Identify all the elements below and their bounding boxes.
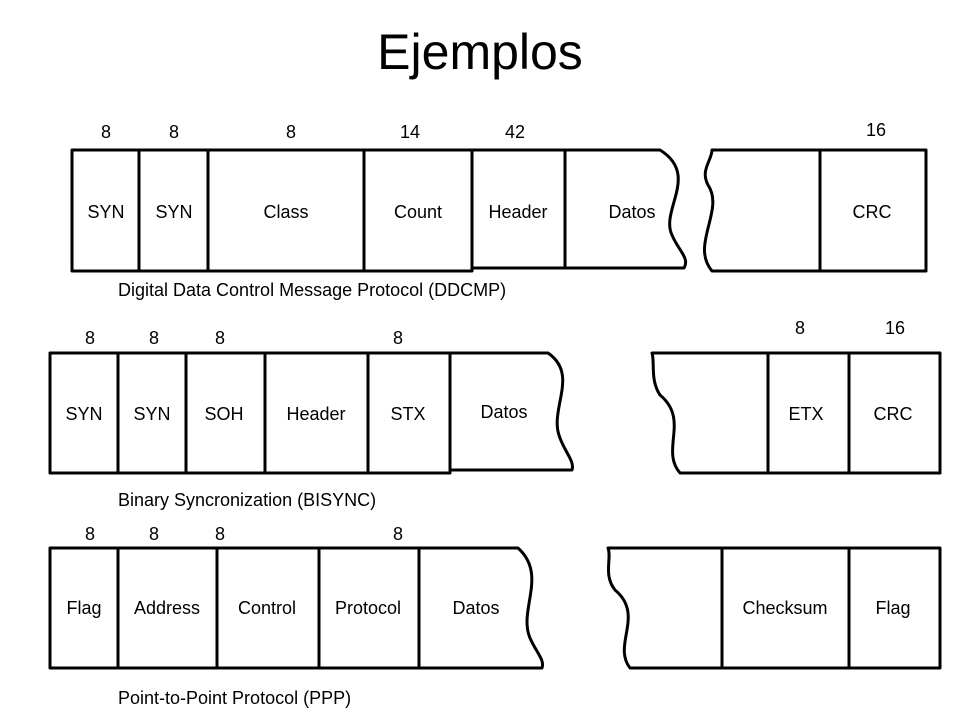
ppp-field-flag-2: [847, 546, 942, 670]
bisync-label-crc: CRC: [874, 404, 913, 424]
bisync-label-datos: Datos: [480, 402, 527, 422]
bisync-bits-etx: 8: [795, 318, 805, 338]
ddcmp-bits-count: 14: [400, 122, 420, 142]
bisync-field-datos: [448, 351, 575, 472]
ddcmp-bits-class: 8: [286, 122, 296, 142]
ppp-label-control: Control: [238, 598, 296, 618]
ddcmp-field-crc: [818, 148, 928, 273]
ddcmp-label-header: Header: [488, 202, 547, 222]
ddcmp-bits-syn-1: 8: [101, 122, 111, 142]
ddcmp-label-datos: Datos: [608, 202, 655, 222]
bisync-bits-crc: 16: [885, 318, 905, 338]
bisync-field-crc: [847, 351, 942, 475]
ddcmp-label-class: Class: [263, 202, 308, 222]
bisync-label-header: Header: [286, 404, 345, 424]
ddcmp-label-syn-2: SYN: [155, 202, 192, 222]
ddcmp-bits-syn-2: 8: [169, 122, 179, 142]
bisync-bits-syn-2: 8: [149, 328, 159, 348]
ddcmp-bits-header: 42: [505, 122, 525, 142]
bisync-label-syn-1: SYN: [65, 404, 102, 424]
ddcmp-label-crc: CRC: [853, 202, 892, 222]
ppp-bits-control: 8: [215, 524, 225, 544]
ddcmp-bits-crc: 16: [866, 120, 886, 140]
bisync-bits-syn-1: 8: [85, 328, 95, 348]
ppp-bits-flag-1: 8: [85, 524, 95, 544]
ppp-label-protocol: Protocol: [335, 598, 401, 618]
ppp-field-datos: [417, 546, 545, 670]
ddcmp-label-syn-1: SYN: [87, 202, 124, 222]
ddcmp-frame: SYN SYN Class Count Header Datos CRC 8 8…: [70, 120, 928, 300]
ppp-bits-protocol: 8: [393, 524, 403, 544]
ppp-caption: Point-to-Point Protocol (PPP): [118, 688, 351, 708]
ppp-label-checksum: Checksum: [742, 598, 827, 618]
bisync-frame: SYN SYN SOH Header STX Datos ETX CRC 8 8…: [48, 318, 942, 510]
ddcmp-caption: Digital Data Control Message Protocol (D…: [118, 280, 506, 300]
ppp-label-datos: Datos: [452, 598, 499, 618]
bisync-bits-stx: 8: [393, 328, 403, 348]
bisync-label-syn-2: SYN: [133, 404, 170, 424]
ppp-frame: Flag Address Control Protocol Datos Chec…: [48, 524, 942, 708]
bisync-field-gap: [650, 351, 770, 475]
bisync-label-etx: ETX: [788, 404, 823, 424]
bisync-bits-soh: 8: [215, 328, 225, 348]
slide-title: Ejemplos: [377, 24, 583, 80]
ppp-bits-address: 8: [149, 524, 159, 544]
ppp-label-flag-2: Flag: [875, 598, 910, 618]
ddcmp-field-datos: [563, 148, 687, 270]
bisync-caption: Binary Syncronization (BISYNC): [118, 490, 376, 510]
ppp-field-gap: [606, 546, 724, 670]
ddcmp-field-gap: [703, 148, 822, 273]
ppp-label-flag-1: Flag: [66, 598, 101, 618]
bisync-label-soh: SOH: [204, 404, 243, 424]
ddcmp-label-count: Count: [394, 202, 442, 222]
ppp-label-address: Address: [134, 598, 200, 618]
bisync-label-stx: STX: [390, 404, 425, 424]
